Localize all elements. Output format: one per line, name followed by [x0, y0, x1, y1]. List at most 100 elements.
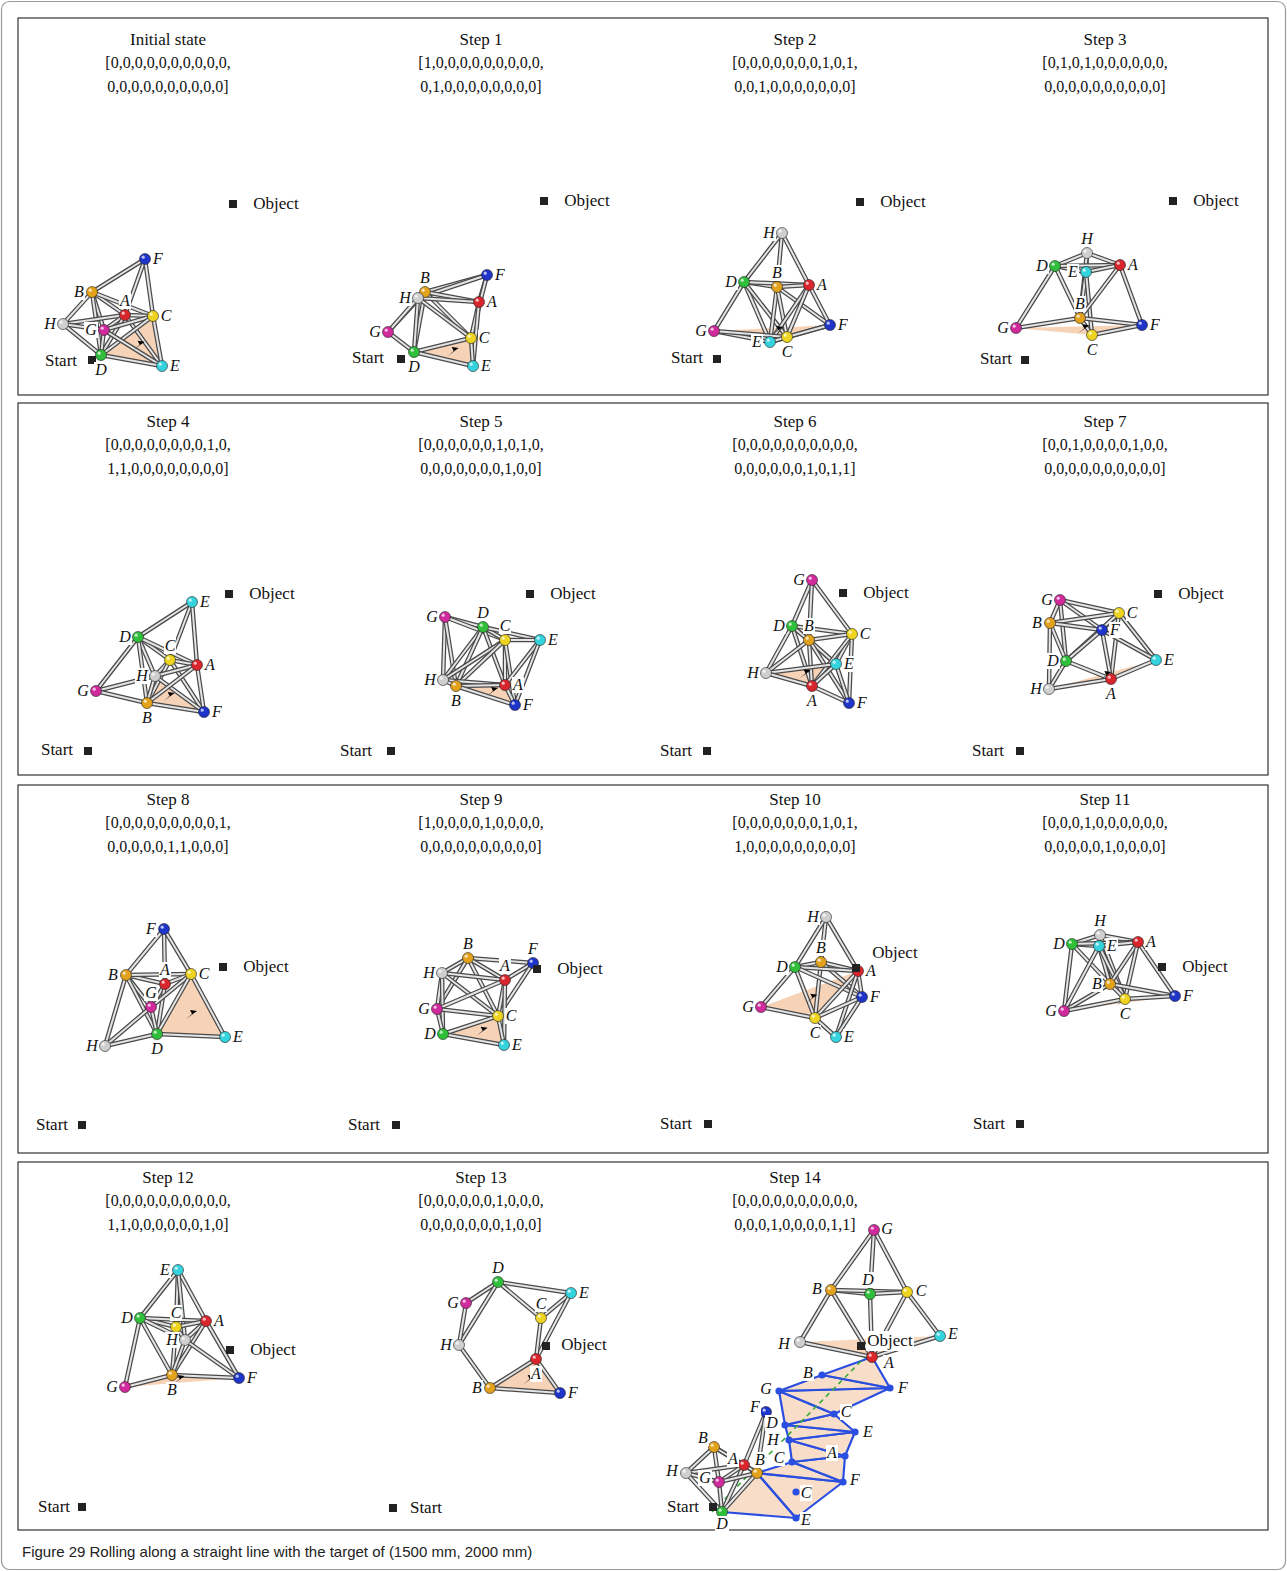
start-label: Start: [659, 741, 693, 761]
sphere-shine: [1013, 325, 1016, 328]
robot-strut: [456, 685, 505, 686]
robot-strut: [1050, 623, 1102, 630]
robot-strut: [1125, 996, 1175, 999]
sphere-shine: [222, 1034, 225, 1037]
vertex-label: F: [152, 251, 164, 267]
vertex-sphere: [167, 1370, 178, 1381]
contact-face: [101, 316, 162, 366]
robot-strut: [1080, 265, 1120, 318]
vertex-label: A: [119, 293, 131, 309]
trajectory-node: [839, 1478, 846, 1485]
vertex-label: A: [530, 1366, 542, 1382]
vertex-sphere: [100, 1041, 111, 1052]
vertex-label: D: [407, 359, 421, 375]
start-label: Start: [409, 1498, 443, 1518]
vertex-sphere: [825, 320, 836, 331]
sphere-shine: [502, 637, 505, 640]
object-label: Object: [242, 957, 289, 977]
vertex-label: B: [754, 1452, 766, 1468]
vertex-sphere: [790, 962, 801, 973]
robot-strut-highlight: [192, 602, 197, 665]
sphere-shine: [754, 1470, 757, 1473]
robot-strut: [437, 1009, 498, 1016]
robot-strut-highlight: [157, 974, 191, 1034]
vertex-label: E: [1106, 938, 1118, 954]
sphere-shine: [711, 1444, 714, 1447]
vertex-label: E: [1067, 264, 1079, 280]
robot-strut-highlight: [443, 1034, 504, 1045]
vertex-label: A: [865, 963, 877, 979]
vertex-label: E: [947, 1326, 959, 1342]
marker-square: [856, 198, 864, 206]
sphere-shine: [867, 1291, 870, 1294]
sphere-shine: [142, 256, 145, 259]
sphere-shine: [1117, 262, 1120, 265]
vertex-label: G: [425, 609, 439, 625]
sphere-shine: [453, 683, 456, 686]
vertex-label: G: [1044, 1003, 1058, 1019]
robot-strut: [145, 259, 153, 316]
marker-square: [1021, 356, 1029, 364]
robot-strut: [722, 1473, 757, 1512]
direction-arrow: [448, 347, 459, 356]
sphere-shine: [484, 272, 487, 275]
vertex-sphere: [867, 1352, 878, 1363]
marker-square: [397, 355, 405, 363]
sphere-shine: [869, 1354, 872, 1357]
marker-square: [1169, 197, 1177, 205]
robot-strut-highlight: [490, 1359, 536, 1388]
vertex-sphere: [857, 992, 868, 1003]
vertex-label: E: [800, 1512, 812, 1528]
sphere-shine: [809, 683, 812, 686]
vertex-label: C: [160, 308, 173, 324]
state-vector: [0,0,0,0,0,0,0,0,0,1, 0,0,0,0,0,1,1,0,0,…: [73, 811, 263, 859]
vertex-label: G: [1040, 592, 1054, 608]
sphere-shine: [122, 312, 125, 315]
robot-strut-highlight: [418, 298, 471, 338]
vertex-sphere: [186, 969, 197, 980]
object-label: Object: [1177, 584, 1224, 604]
robot-strut: [456, 640, 505, 686]
vertex-label: E: [480, 358, 492, 374]
vertex-label: B: [166, 1382, 178, 1398]
vertex-sphere: [535, 635, 546, 646]
robot-strut-highlight: [101, 355, 162, 366]
sphere-shine: [937, 1333, 940, 1336]
vertex-label: F: [749, 1399, 761, 1415]
vertex-label: G: [792, 572, 806, 588]
vertex-label: C: [164, 638, 177, 654]
state-vector: [0,0,0,0,0,0,0,1,0,1, 1,0,0,0,0,0,0,0,0,…: [700, 811, 890, 859]
step-title: Step 6: [774, 412, 817, 432]
marker-square: [852, 964, 860, 972]
robot-strut-highlight: [787, 285, 809, 337]
vertex-sphere: [201, 1316, 212, 1327]
vertex-label: C: [859, 626, 872, 642]
sphere-shine: [871, 1227, 874, 1230]
robot-strut: [157, 1034, 225, 1037]
panel-frame: [18, 1162, 1268, 1530]
vertex-label: A: [883, 1355, 895, 1371]
direction-arrow: [186, 1010, 197, 1019]
vertex-label: B: [811, 1281, 823, 1297]
robot-strut: [418, 298, 471, 338]
vertex-label: C: [840, 1404, 853, 1420]
sphere-shine: [495, 1013, 498, 1016]
step-title: Step 13: [455, 1168, 506, 1188]
robot-strut-highlight: [1066, 630, 1102, 661]
trajectory-node: [792, 1488, 799, 1495]
vertex-sphere: [468, 361, 479, 372]
sphere-shine: [162, 981, 165, 984]
vertex-sphere: [1081, 267, 1092, 278]
vertex-label: G: [759, 1381, 773, 1397]
vertex-sphere: [1075, 313, 1086, 324]
object-label: Object: [252, 194, 299, 214]
contact-face: [125, 1375, 239, 1387]
robot-strut-highlight: [157, 1034, 225, 1037]
vertex-label: E: [232, 1029, 244, 1045]
sphere-shine: [1083, 269, 1086, 272]
robot-strut: [459, 1282, 498, 1345]
vertex-sphere: [787, 621, 798, 632]
vertex-label: F: [145, 921, 157, 937]
